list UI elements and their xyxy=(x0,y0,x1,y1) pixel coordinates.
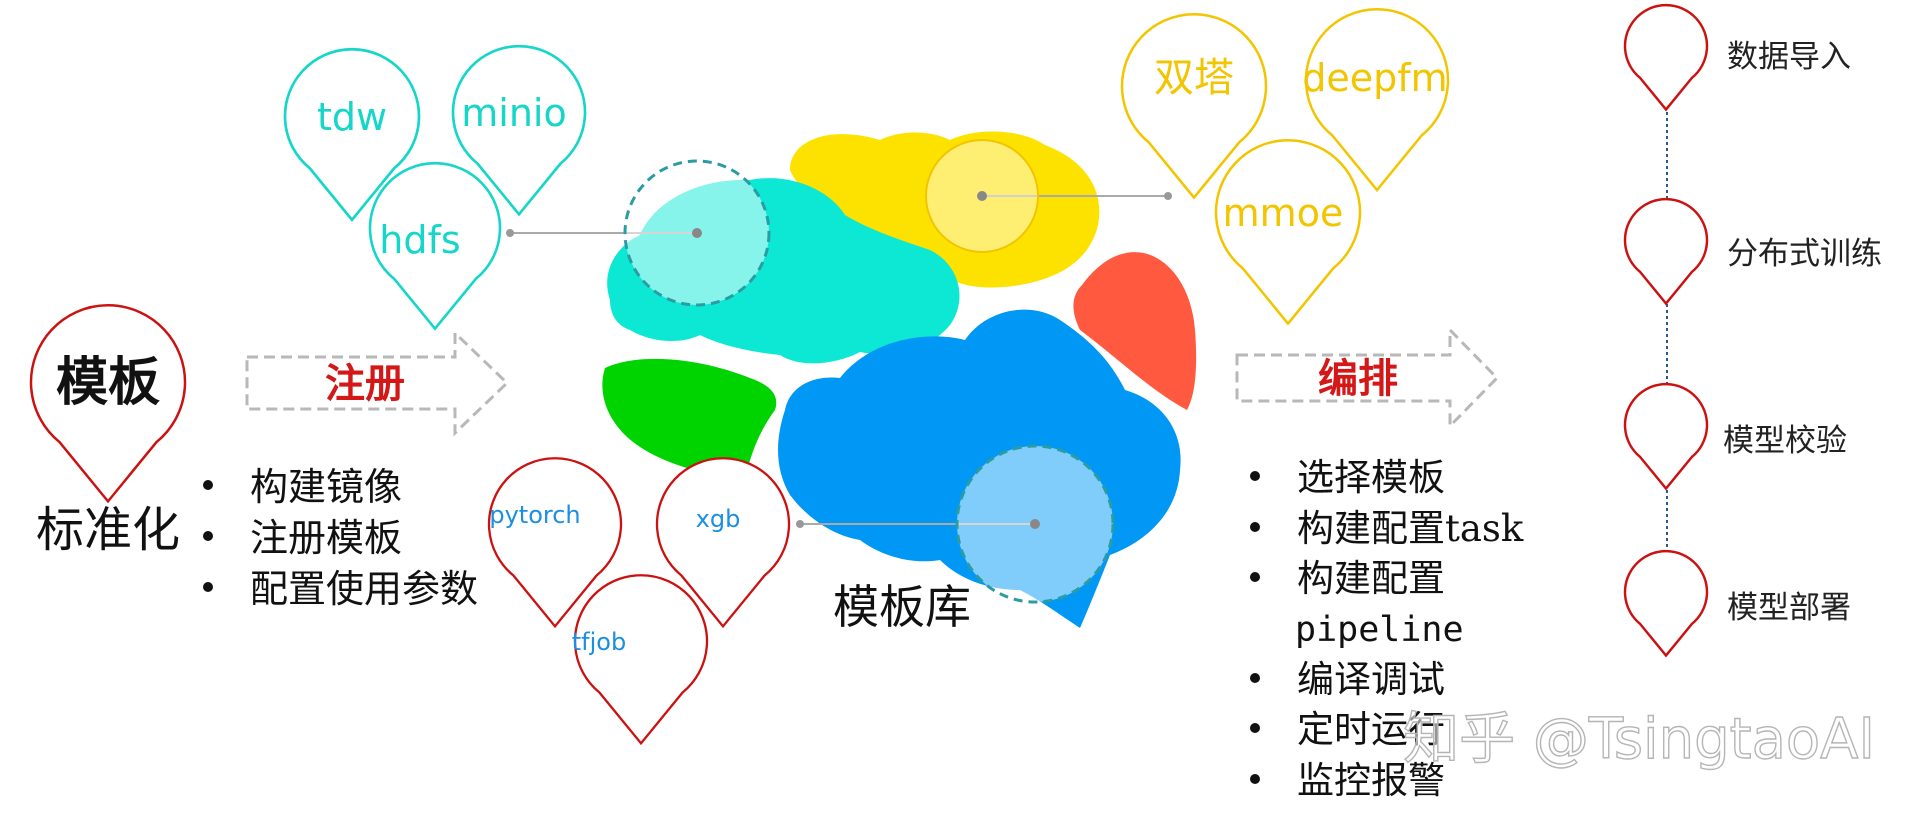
standardization-caption: 标准化 xyxy=(36,502,180,558)
framework-pin-xgb: xgb xyxy=(657,458,789,626)
process-timeline: 数据导入 分布式训练 模型校验 模型部署 xyxy=(1625,5,1882,655)
storage-pin-label: tdw xyxy=(317,95,387,139)
timeline-pin xyxy=(1625,551,1707,655)
right-bullet-list: 选择模板 构建配置task 构建配置 pipeline 编译调试 定时运行 监控… xyxy=(1250,456,1524,802)
template-pin-label: 模板 xyxy=(56,353,160,413)
storage-pin-label: minio xyxy=(461,91,566,135)
left-bullet-3: 配置使用参数 xyxy=(250,567,478,611)
connector-dot xyxy=(506,229,514,237)
storage-pin-hdfs: hdfs xyxy=(370,163,500,329)
right-bullet-4: 编译调试 xyxy=(1297,658,1445,701)
register-arrow: 注册 xyxy=(245,329,510,437)
model-pin-label: 双塔 xyxy=(1154,55,1234,101)
timeline-pin xyxy=(1625,384,1707,488)
brain-red-lobe xyxy=(1073,252,1197,410)
framework-pin-label: xgb xyxy=(696,505,741,533)
framework-pin-label: pytorch xyxy=(489,501,580,529)
right-bullet-5: 定时运行 xyxy=(1297,708,1445,751)
orchestrate-arrow: 编排 xyxy=(1235,326,1500,430)
timeline-pin xyxy=(1625,5,1707,109)
highlight-ring-center xyxy=(1030,519,1040,529)
timeline-label: 数据导入 xyxy=(1727,39,1851,75)
highlight-ring-center xyxy=(692,228,702,238)
framework-pin-pytorch: pytorch xyxy=(489,458,621,626)
framework-pin-label: tfjob xyxy=(572,628,626,656)
connector-dot xyxy=(1164,192,1172,200)
bullet-dot xyxy=(1250,522,1260,532)
connector-dot xyxy=(796,520,804,528)
framework-pin-shape xyxy=(575,575,707,743)
timeline-step-2: 分布式训练 xyxy=(1625,199,1882,303)
model-pin-mmoe: mmoe xyxy=(1216,140,1360,323)
bullet-dot xyxy=(203,480,213,490)
brain-green-lobe xyxy=(602,358,777,480)
model-pin-deepfm: deepfm xyxy=(1302,9,1448,190)
left-bullet-1: 构建镜像 xyxy=(250,465,402,509)
orchestrate-arrow-label: 编排 xyxy=(1318,356,1398,402)
right-bullet-3: 构建配置 xyxy=(1297,557,1445,600)
framework-pin-tfjob: tfjob xyxy=(572,575,707,743)
model-pin-label: deepfm xyxy=(1302,56,1447,100)
timeline-pin xyxy=(1625,199,1707,303)
bullet-dot xyxy=(1250,471,1260,481)
highlight-ring-center xyxy=(977,191,987,201)
right-bullet-6: 监控报警 xyxy=(1297,759,1445,802)
timeline-label: 模型部署 xyxy=(1727,590,1851,626)
bullet-dot xyxy=(1250,723,1260,733)
brain-illustration: 模板库 xyxy=(506,131,1197,634)
register-arrow-shape xyxy=(245,329,510,437)
template-pin: 模板 xyxy=(31,305,185,501)
left-bullet-2: 注册模板 xyxy=(250,516,402,560)
right-bullet-3-continued: pipeline xyxy=(1295,610,1464,650)
timeline-step-4: 模型部署 xyxy=(1625,551,1851,655)
timeline-step-3: 模型校验 xyxy=(1625,384,1847,488)
bullet-dot xyxy=(1250,774,1260,784)
timeline-label: 分布式训练 xyxy=(1727,236,1882,272)
right-bullet-2: 构建配置task xyxy=(1297,507,1524,550)
timeline-label: 模型校验 xyxy=(1723,423,1847,459)
bullet-dot xyxy=(1250,673,1260,683)
left-bullet-list: 构建镜像 注册模板 配置使用参数 xyxy=(203,465,478,611)
bullet-dot xyxy=(203,531,213,541)
right-bullet-1: 选择模板 xyxy=(1297,456,1445,499)
timeline-step-1: 数据导入 xyxy=(1625,5,1851,109)
model-pin-label: mmoe xyxy=(1223,191,1344,235)
storage-pin-minio: minio xyxy=(453,46,585,214)
template-library-label: 模板库 xyxy=(833,580,971,634)
bullet-dot xyxy=(1250,572,1260,582)
storage-pin-label: hdfs xyxy=(379,218,460,262)
storage-pin-tdw: tdw xyxy=(285,49,419,220)
register-arrow-label: 注册 xyxy=(325,361,405,407)
watermark: 知乎 @TsingtaoAI xyxy=(1403,707,1875,772)
bullet-dot xyxy=(203,582,213,592)
model-pin-two-tower: 双塔 xyxy=(1122,14,1266,197)
brain-yellow-lobe xyxy=(790,131,1100,288)
